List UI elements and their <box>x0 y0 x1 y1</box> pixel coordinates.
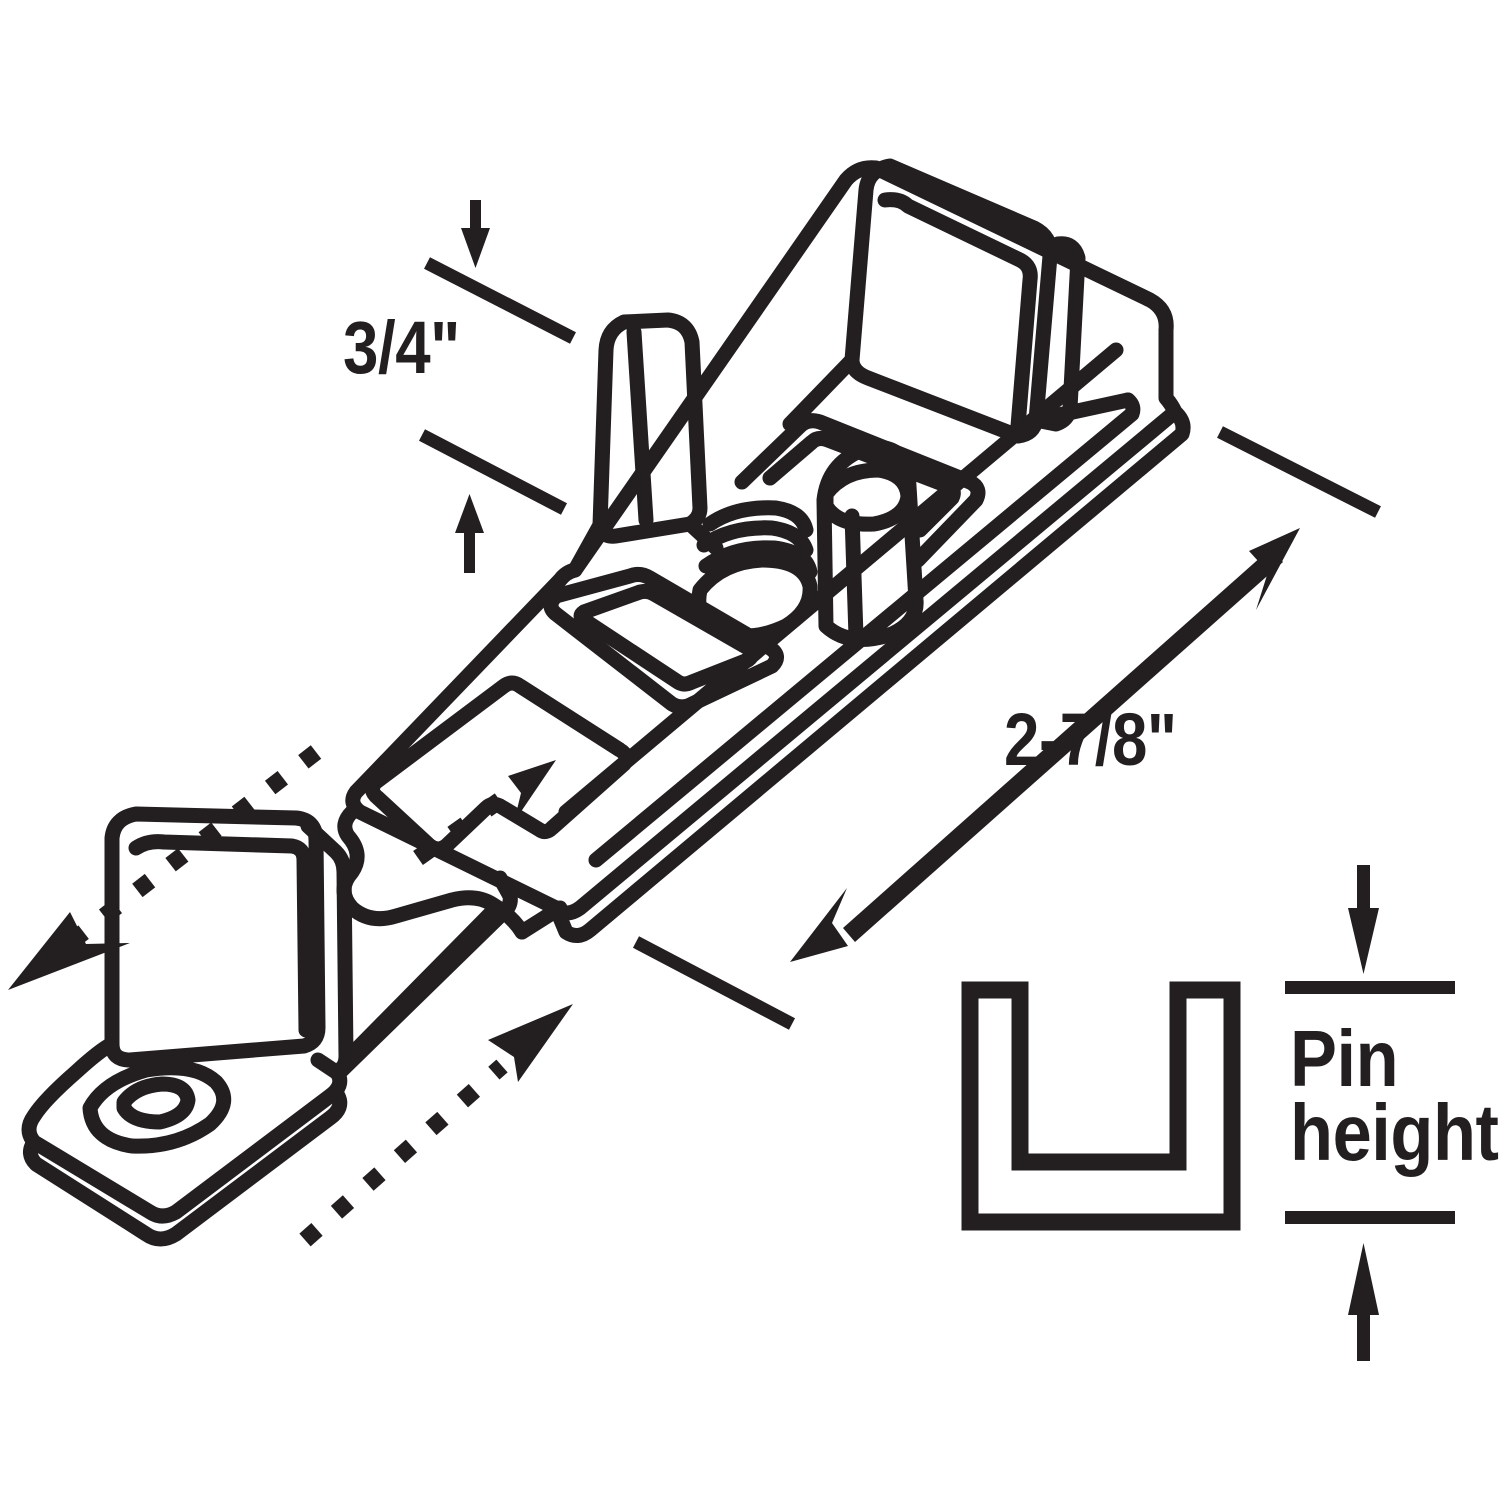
foot-connector-rail-2 <box>338 904 500 1068</box>
double-headed-arrow-icon <box>790 528 1300 962</box>
upright-tab-large-fold <box>877 192 1038 434</box>
screw-hole <box>82 1060 232 1154</box>
rectangular-cutout <box>543 566 784 715</box>
motion-arrow-lower-left <box>8 745 322 990</box>
motion-arrow-center <box>413 760 556 865</box>
upright-tab-small <box>592 312 708 544</box>
dimension-pin-height <box>1285 865 1455 1361</box>
upright-tab-large <box>844 158 1058 444</box>
main-bracket-body <box>336 158 1191 943</box>
slot-cutout <box>365 675 634 857</box>
extension-line-lower <box>418 429 568 515</box>
arrow-up-icon <box>455 494 484 573</box>
rectangular-cutout-inner <box>573 583 760 692</box>
dimension-label-length: 2-7/8" <box>1004 698 1177 781</box>
hook-catch-profile <box>336 804 530 940</box>
upright-tab-large-base-right <box>1028 392 1136 428</box>
arrow-down-icon <box>461 200 490 268</box>
pin-height-arrow-up-icon <box>1348 1243 1379 1361</box>
pin-height-tick-bottom <box>1285 1211 1455 1224</box>
pin-height-arrow-down-icon <box>1348 865 1379 974</box>
upright-tab-large-base-left <box>782 352 860 432</box>
pin-height-line-1: Pin <box>1290 1014 1399 1103</box>
foot-flange-fold <box>128 834 314 1038</box>
l-bracket-foot <box>21 806 518 1247</box>
pin-frame-cutout-inner <box>762 430 961 538</box>
extension-line-upper <box>424 257 576 344</box>
pin-frame-cutout <box>734 413 986 568</box>
motion-arrows <box>8 745 573 1247</box>
hook-catch-profile-inner <box>514 900 568 940</box>
foot-vertical-flange <box>104 806 326 1068</box>
motion-arrow-lower-right <box>299 1004 573 1247</box>
foot-base-plate-front <box>23 1088 348 1247</box>
foot-connector-rail <box>330 870 518 1082</box>
extension-line-upper-right <box>1217 426 1381 518</box>
plate-edge-thickness <box>548 404 1191 943</box>
upright-tab-small-base <box>567 517 608 578</box>
cylindrical-pin <box>816 440 924 647</box>
extension-line-lower-left <box>632 936 796 1030</box>
pin-height-line-2: height <box>1290 1087 1499 1177</box>
dimension-two-seven-eighths <box>632 426 1381 1030</box>
u-channel-profile <box>961 981 1241 1231</box>
dimension-label-thickness: 3/4" <box>343 306 460 389</box>
upright-tab-small-fold <box>626 324 654 528</box>
dimension-three-quarter <box>418 200 576 573</box>
pin-height-tick-top <box>1285 981 1455 994</box>
